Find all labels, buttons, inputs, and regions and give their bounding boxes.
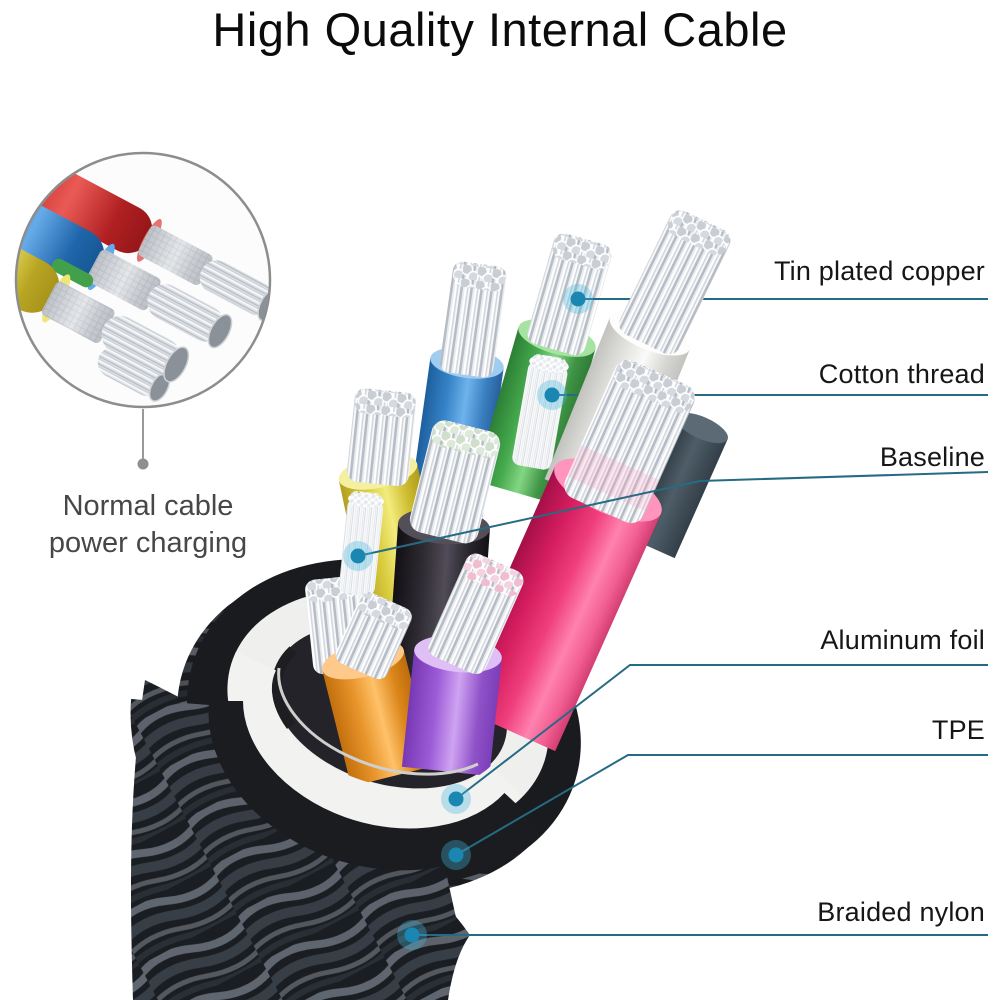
aluminum-foil-ring xyxy=(227,651,523,834)
callout-dot-tpe xyxy=(441,840,471,870)
callout-label-tpe: TPE xyxy=(931,715,985,745)
tpe-ring xyxy=(187,700,546,885)
inset-circle-border xyxy=(14,151,272,409)
page-title: High Quality Internal Cable xyxy=(212,3,788,56)
inner-lining-arc xyxy=(271,646,297,729)
callout-dot-cotton-thread xyxy=(537,380,567,410)
inset-connector-dot xyxy=(137,458,149,470)
inset-wire-red xyxy=(17,154,153,254)
inset-caption-line2: power charging xyxy=(48,527,248,559)
inset-wire-green xyxy=(51,258,94,288)
braided-nylon-ring-shade xyxy=(130,699,462,949)
callout-dot-aluminum-foil xyxy=(441,784,471,814)
aluminum-foil-ring-shade xyxy=(277,667,479,776)
callout-label-tin-plated-copper: Tin plated copper xyxy=(773,256,985,286)
callout-label-braided-nylon: Braided nylon xyxy=(817,897,985,927)
inset-caption: Normal cable power charging xyxy=(18,488,278,562)
inset-caption-line1: Normal cable xyxy=(62,490,234,522)
leader-line-aluminum-foil xyxy=(455,664,988,800)
callout-label-cotton-thread: Cotton thread xyxy=(818,359,985,389)
leader-line-tpe xyxy=(455,754,988,856)
normal-cable-inset xyxy=(14,151,272,470)
callout-label-baseline: Baseline xyxy=(879,442,985,472)
callout-dot-braided-nylon xyxy=(397,920,427,950)
wire-pink xyxy=(449,360,695,752)
leader-line-baseline xyxy=(357,471,989,557)
wire-purple xyxy=(401,553,524,776)
callout-label-aluminum-foil: Aluminum foil xyxy=(820,625,985,655)
braided-nylon-ring xyxy=(130,699,462,949)
inset-wire-yellow xyxy=(17,208,60,313)
callout-dot-baseline xyxy=(343,541,373,571)
callout-dot-tin-plated-copper xyxy=(563,284,593,314)
baseline-fiber-bundle xyxy=(338,490,384,596)
